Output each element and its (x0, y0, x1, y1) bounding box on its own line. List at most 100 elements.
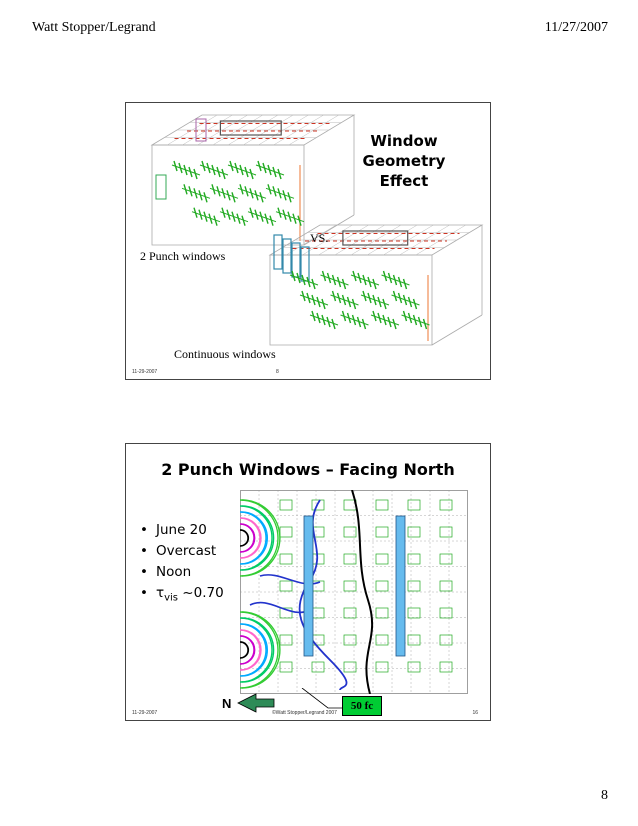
workstation-chair (392, 318, 397, 330)
workstation-desk (309, 314, 339, 326)
room-partition (219, 120, 282, 136)
page-number: 8 (601, 788, 608, 803)
header-date: 11/27/2007 (544, 20, 608, 35)
plan-workstation (375, 553, 389, 565)
continuous-window-room-render (268, 224, 484, 346)
header-left: Watt Stopper/Legrand (32, 20, 156, 35)
plan-workstation (407, 661, 421, 673)
workstation-desk (265, 187, 295, 199)
plan-workstation (279, 607, 293, 619)
slide-footer-number: 16 (472, 710, 478, 716)
illuminance-contour (241, 623, 268, 677)
workstation-chair (321, 298, 326, 310)
plan-workstation (375, 661, 389, 673)
plan-workstation (279, 553, 293, 565)
slide-footer-date: 11-29-2007 (132, 710, 158, 716)
bullet-item: Overcast (140, 541, 224, 562)
illuminance-contour (240, 617, 273, 683)
workstation-chair (412, 298, 418, 310)
conditions-list: June 20 Overcast Noon τvis ~0.70 (140, 520, 224, 609)
plan-workstation (407, 526, 421, 538)
plan-workstation (343, 580, 357, 592)
bullet-item: Noon (140, 562, 224, 583)
plan-workstation (439, 499, 453, 511)
workstation-desk (227, 164, 257, 176)
luminaire-bar (303, 515, 314, 657)
plan-workstation (343, 607, 357, 619)
workstation-chair (269, 215, 274, 226)
plan-workstation (439, 526, 453, 538)
plan-workstation (407, 553, 421, 565)
illuminance-contour (240, 529, 250, 547)
workstation-chair (402, 278, 408, 290)
plan-workstation (343, 661, 357, 673)
workstation-desk (181, 187, 211, 199)
illuminance-contour (240, 641, 250, 659)
plan-workstation (407, 499, 421, 511)
workstation-chair (221, 168, 226, 180)
workstation-chair (193, 168, 198, 180)
plan-workstation (407, 634, 421, 646)
plan-workstation (375, 607, 389, 619)
workstation-chair (382, 298, 387, 310)
plan-workstation (407, 607, 421, 619)
workstation-chair (231, 192, 236, 203)
room-edge (431, 314, 483, 346)
plan-workstation (375, 634, 389, 646)
slide-title-window-geometry: Window Geometry Effect (356, 131, 452, 191)
workstation-desk (237, 187, 267, 199)
window-pane (282, 238, 292, 274)
north-label: N (222, 696, 232, 711)
workstation-chair (422, 318, 428, 330)
plan-workstation (343, 634, 357, 646)
illuminance-contour (241, 511, 268, 565)
plan-workstation (439, 580, 453, 592)
title-line: Geometry (362, 152, 446, 170)
plan-workstation (439, 661, 453, 673)
slide-punch-windows-north: 2 Punch Windows – Facing North June 20 O… (125, 443, 491, 721)
illuminance-contour (240, 611, 279, 689)
bullet-tvis: τvis ~0.70 (140, 583, 224, 609)
workstation-desk (289, 274, 319, 286)
plan-workstation (279, 499, 293, 511)
workstation-chair (203, 192, 208, 203)
workstation-desk (247, 211, 277, 223)
fc-50-contour (351, 490, 374, 694)
workstation-desk (320, 274, 349, 286)
label-vs: VS. (310, 231, 329, 245)
workstation-chair (259, 192, 264, 203)
plan-workstation (375, 499, 389, 511)
workstation-desk (330, 294, 359, 306)
plan-workstation (375, 580, 389, 592)
room-front (269, 254, 433, 346)
plan-workstation (439, 553, 453, 565)
plan-workstation (439, 634, 453, 646)
workstation-chair (249, 168, 254, 180)
bullet-item: June 20 (140, 520, 224, 541)
slide-window-geometry: Window Geometry Effect 2 Punch windows V… (125, 102, 491, 380)
workstation-desk (401, 314, 430, 326)
illuminance-contour (240, 635, 256, 665)
workstation-chair (277, 168, 282, 180)
workstation-desk (340, 314, 369, 326)
tau-symbol: τ (155, 585, 165, 601)
tvis-subscript: vis (164, 592, 179, 604)
workstation-desk (255, 164, 285, 176)
north-arrow-icon (237, 688, 348, 713)
fc-callout-badge: 50 fc (342, 696, 382, 716)
workstation-desk (360, 294, 390, 306)
workstation-desk (191, 211, 221, 223)
plan-workstation (311, 661, 325, 673)
slide-title: 2 Punch Windows – Facing North (161, 460, 455, 479)
window-pane (300, 246, 310, 282)
illuminance-contour (259, 574, 321, 585)
illuminance-contour (241, 505, 275, 571)
tvis-value: ~0.70 (178, 585, 224, 601)
workstation-desk (275, 211, 305, 223)
title-line: Effect (379, 172, 429, 190)
illuminance-contour (241, 499, 281, 577)
workstation-desk (171, 164, 201, 176)
slide-footer-copyright: ©Watt Stopper/Legrand 2007 (272, 710, 337, 716)
workstation-desk (391, 294, 420, 306)
workstation-chair (331, 318, 336, 330)
